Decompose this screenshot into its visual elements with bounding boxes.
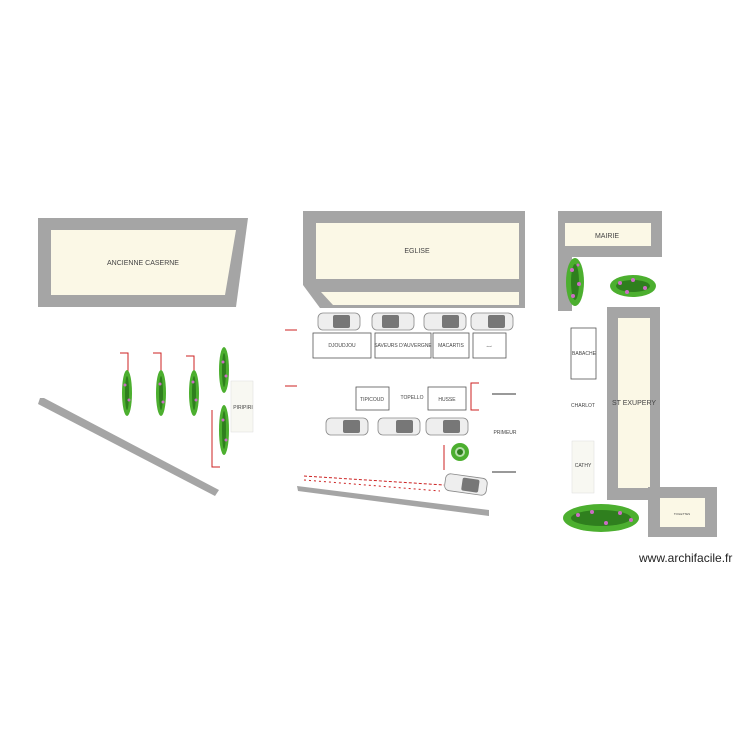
car-icon xyxy=(317,312,361,331)
stall-topello: TOPELLO xyxy=(401,395,424,401)
stall-macartis: MACARTIS xyxy=(432,332,470,359)
stall-babache: BABACHE xyxy=(570,327,597,380)
mairie-building: MAIRIE xyxy=(558,211,662,311)
svg-text:PIRIPIRI: PIRIPIRI xyxy=(233,405,252,411)
svg-text:MACARTIS: MACARTIS xyxy=(438,343,464,349)
car-icon xyxy=(470,312,514,331)
st-exupery-building: ST EXUPERY xyxy=(607,307,660,500)
small-room-building: TOILETTES xyxy=(648,487,717,537)
tree-icon xyxy=(122,370,132,416)
svg-text:SAVEURS D'AUVERGNE: SAVEURS D'AUVERGNE xyxy=(374,343,432,349)
tree-icon xyxy=(451,443,469,461)
car-icon xyxy=(444,473,488,496)
eglise-label: EGLISE xyxy=(404,248,430,255)
car-icon xyxy=(377,417,421,436)
svg-text:HUSSE: HUSSE xyxy=(438,397,456,403)
tree-icon xyxy=(156,370,166,416)
stall-tiny: stand xyxy=(472,332,507,359)
tree-icon xyxy=(219,405,229,455)
car-icon xyxy=(425,417,469,436)
parked-cars xyxy=(317,312,514,496)
svg-text:PRIMEUR: PRIMEUR xyxy=(493,430,516,436)
stall-tipicoud: TIPICOUD xyxy=(355,386,390,411)
svg-text:CATHY: CATHY xyxy=(575,463,592,469)
stall-charlot: CHARLOT xyxy=(571,403,595,409)
car-icon xyxy=(423,312,467,331)
stall-cathy: CATHY xyxy=(571,440,595,494)
stall-husse: HUSSE xyxy=(427,386,467,411)
left-diagonal-wall xyxy=(38,398,219,496)
stall-primeur: PRIMEUR xyxy=(492,393,517,473)
mairie-label: MAIRIE xyxy=(595,233,619,240)
tree-icon xyxy=(566,258,584,306)
car-icon xyxy=(371,312,415,331)
tree-icon xyxy=(189,370,199,416)
car-icon xyxy=(325,417,369,436)
stall-saveurs-auvergne: SAVEURS D'AUVERGNE xyxy=(374,332,432,359)
svg-text:DJOUDJOU: DJOUDJOU xyxy=(328,343,356,349)
eglise-building: EGLISE xyxy=(303,211,525,308)
bush-icon xyxy=(610,275,656,297)
archifacile-watermark: www.archifacile.fr xyxy=(639,551,733,565)
svg-text:CHARLOT: CHARLOT xyxy=(571,403,595,409)
ancienne-caserne-label: ANCIENNE CASERNE xyxy=(107,260,179,267)
svg-text:BABACHE: BABACHE xyxy=(572,351,597,357)
stall-piripiri: PIRIPIRI xyxy=(230,380,254,433)
st-exupery-label: ST EXUPERY xyxy=(612,400,656,407)
stall-djoudjou: DJOUDJOU xyxy=(312,332,372,359)
tree-icon xyxy=(219,347,229,393)
svg-text:stand: stand xyxy=(487,345,492,348)
center-diagonal-wall xyxy=(297,486,489,516)
svg-text:TOPELLO: TOPELLO xyxy=(401,395,424,401)
ancienne-caserne-building: ANCIENNE CASERNE xyxy=(38,218,248,307)
bush-icon xyxy=(563,504,639,532)
small-room-label: TOILETTES xyxy=(674,512,690,516)
svg-text:TIPICOUD: TIPICOUD xyxy=(360,397,384,403)
